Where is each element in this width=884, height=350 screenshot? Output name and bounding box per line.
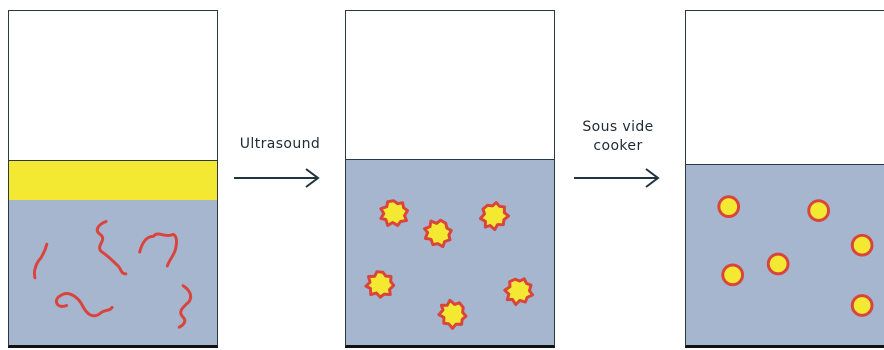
droplet <box>418 213 458 253</box>
droplet <box>850 233 874 257</box>
protein-strand <box>95 219 128 276</box>
droplet <box>379 199 409 227</box>
droplet <box>766 252 790 276</box>
sous-vide-label: Sous vide cooker <box>568 118 668 156</box>
beaker-before <box>8 10 218 348</box>
arrow-right-icon <box>234 168 320 188</box>
oil-layer <box>9 160 217 201</box>
droplet <box>717 195 741 219</box>
droplet <box>721 263 745 287</box>
water-layer <box>9 200 217 345</box>
round-droplets <box>717 195 874 317</box>
droplet <box>362 267 398 302</box>
protein-strands <box>32 219 193 329</box>
droplet <box>807 199 831 222</box>
sous-vide-label-line2: cooker <box>593 138 643 154</box>
ultrasound-label: Ultrasound <box>239 136 321 152</box>
water-layer <box>686 164 884 345</box>
protein-strand <box>138 232 179 268</box>
sous-vide-label-line1: Sous vide <box>582 119 654 135</box>
arrow-right-icon <box>574 168 660 188</box>
beaker-after-ultrasound <box>345 10 555 348</box>
droplet <box>850 294 874 317</box>
beaker-after-sous-vide <box>685 10 884 348</box>
droplet <box>501 274 537 308</box>
droplet <box>433 294 472 334</box>
irregular-droplets <box>362 196 537 334</box>
droplet <box>474 196 514 235</box>
protein-strand <box>32 242 49 280</box>
protein-strand <box>177 284 193 329</box>
protein-strand <box>54 292 114 318</box>
